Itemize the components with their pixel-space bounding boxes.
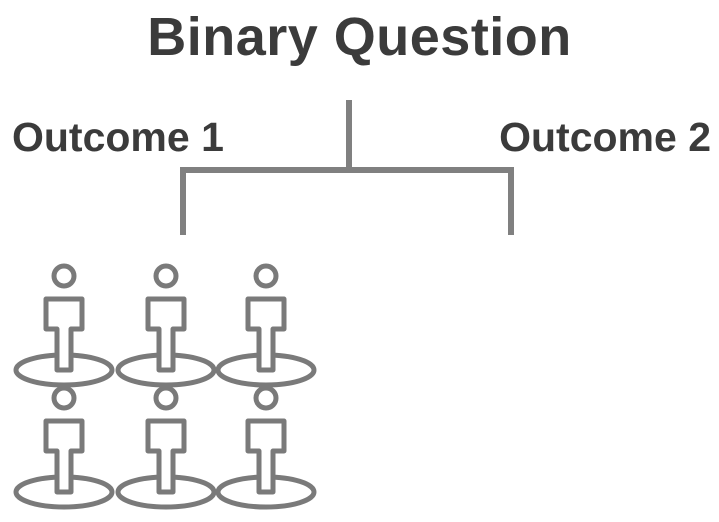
outcome-1-label: Outcome 1	[12, 114, 224, 160]
outcome-2-label: Outcome 2	[499, 114, 711, 160]
person-on-platform-icon	[13, 385, 115, 510]
person-on-platform-icon	[115, 263, 217, 388]
diagram-title: Binary Question	[147, 7, 572, 67]
person-on-platform-icon	[215, 385, 317, 510]
person-on-platform-icon	[115, 385, 217, 510]
person-on-platform-icon	[215, 263, 317, 388]
person-on-platform-icon	[13, 263, 115, 388]
